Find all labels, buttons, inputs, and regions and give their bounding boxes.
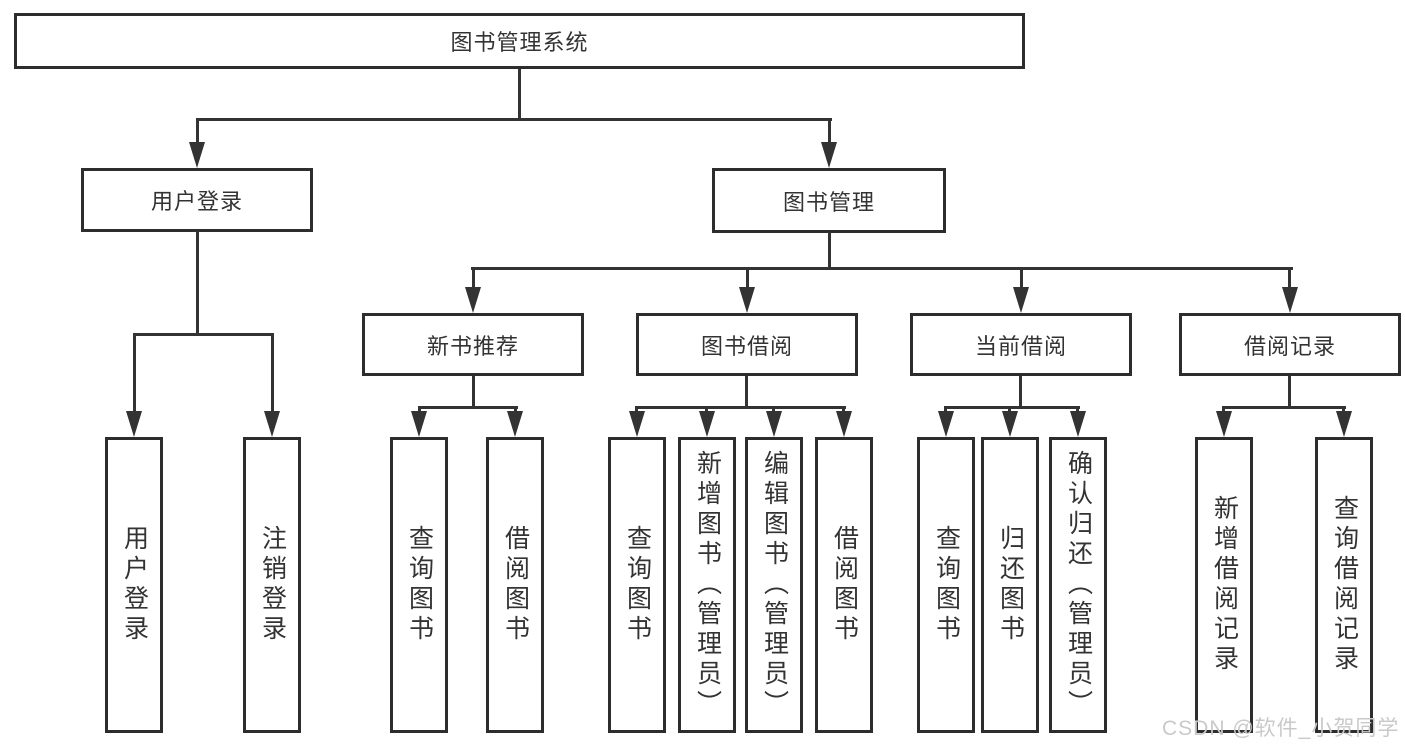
connector-line xyxy=(196,118,199,146)
connector-line xyxy=(1288,267,1291,289)
leaf-label: 查询图书 xyxy=(932,525,961,645)
leaf-borrow-books-recommend: 借阅图书 xyxy=(486,437,544,733)
connector-line xyxy=(1222,406,1225,414)
connector-line xyxy=(472,376,475,409)
connector-line xyxy=(472,267,475,289)
leaf-label: 借阅图书 xyxy=(830,525,859,645)
connector-line xyxy=(1288,376,1291,409)
arrow-down-icon xyxy=(1002,411,1018,437)
arrow-down-icon xyxy=(507,411,523,437)
arrow-down-icon xyxy=(739,287,755,313)
leaf-add-book-admin: 新增图书（管理员） xyxy=(678,437,736,733)
connector-line xyxy=(1076,406,1079,414)
node-borrowing-records: 借阅记录 xyxy=(1179,313,1401,376)
leaf-logout: 注销登录 xyxy=(243,437,301,733)
leaf-label: 查询图书 xyxy=(623,525,652,645)
leaf-label: 用户登录 xyxy=(120,525,149,645)
arrow-down-icon xyxy=(699,411,715,437)
connector-line xyxy=(471,267,1293,270)
arrow-down-icon xyxy=(1336,411,1352,437)
leaf-edit-book-admin: 编辑图书（管理员） xyxy=(745,437,803,733)
connector-line xyxy=(271,333,274,413)
arrow-down-icon xyxy=(264,411,280,437)
connector-line xyxy=(133,333,274,336)
arrow-down-icon xyxy=(938,411,954,437)
connector-line xyxy=(1008,406,1011,414)
arrow-down-icon xyxy=(126,411,142,437)
connector-line xyxy=(945,406,1080,409)
connector-line xyxy=(828,232,831,270)
connector-line xyxy=(842,406,845,414)
connector-line xyxy=(1020,267,1023,289)
connector-line xyxy=(196,118,832,121)
arrow-down-icon xyxy=(1282,287,1298,313)
connector-line xyxy=(418,406,518,409)
arrow-down-icon xyxy=(411,411,427,437)
connector-line xyxy=(636,406,846,409)
connector-line xyxy=(518,69,521,120)
node-book-borrowing: 图书借阅 xyxy=(636,313,858,376)
leaf-return-book: 归还图书 xyxy=(981,437,1039,733)
csdn-watermark: CSDN @软件_小贺同学 xyxy=(1162,717,1400,740)
leaf-label: 借阅图书 xyxy=(501,525,530,645)
leaf-user-login: 用户登录 xyxy=(105,437,163,733)
connector-line xyxy=(828,118,831,146)
leaf-label: 注销登录 xyxy=(258,525,287,645)
leaf-borrow-books-borrowing: 借阅图书 xyxy=(815,437,873,733)
arrow-down-icon xyxy=(189,142,205,168)
leaf-label: 编辑图书（管理员） xyxy=(760,450,789,720)
arrow-down-icon xyxy=(629,411,645,437)
arrow-down-icon xyxy=(465,287,481,313)
connector-line xyxy=(745,376,748,409)
connector-line xyxy=(1342,406,1345,414)
connector-line xyxy=(514,406,517,414)
node-new-book-recommend: 新书推荐 xyxy=(362,313,584,376)
connector-line xyxy=(944,406,947,414)
arrow-down-icon xyxy=(1070,411,1086,437)
connector-line xyxy=(1019,376,1022,409)
node-book-management-branch: 图书管理 xyxy=(712,168,946,233)
leaf-label: 查询图书 xyxy=(405,525,434,645)
arrow-down-icon xyxy=(1216,411,1232,437)
node-current-borrowing: 当前借阅 xyxy=(910,313,1132,376)
connector-line xyxy=(772,406,775,414)
connector-line xyxy=(635,406,638,414)
connector-line xyxy=(746,267,749,289)
leaf-label: 查询借阅记录 xyxy=(1330,495,1359,675)
leaf-query-books-borrowing: 查询图书 xyxy=(608,437,666,733)
arrow-down-icon xyxy=(821,142,837,168)
leaf-query-books-recommend: 查询图书 xyxy=(390,437,448,733)
leaf-label: 确认归还（管理员） xyxy=(1064,450,1093,720)
arrow-down-icon xyxy=(1013,287,1029,313)
leaf-label: 新增借阅记录 xyxy=(1210,495,1239,675)
leaf-label: 新增图书（管理员） xyxy=(693,450,722,720)
leaf-confirm-return-admin: 确认归还（管理员） xyxy=(1049,437,1107,733)
connector-line xyxy=(1223,406,1346,409)
connector-line xyxy=(418,406,421,414)
arrow-down-icon xyxy=(766,411,782,437)
leaf-label: 归还图书 xyxy=(996,525,1025,645)
leaf-add-borrow-record: 新增借阅记录 xyxy=(1195,437,1253,733)
node-root-library-system: 图书管理系统 xyxy=(14,13,1025,69)
leaf-query-borrow-record: 查询借阅记录 xyxy=(1315,437,1373,733)
leaf-query-books-current: 查询图书 xyxy=(917,437,975,733)
arrow-down-icon xyxy=(836,411,852,437)
connector-line xyxy=(705,406,708,414)
node-user-login-branch: 用户登录 xyxy=(81,168,313,232)
connector-line xyxy=(133,333,136,413)
connector-line xyxy=(196,231,199,336)
